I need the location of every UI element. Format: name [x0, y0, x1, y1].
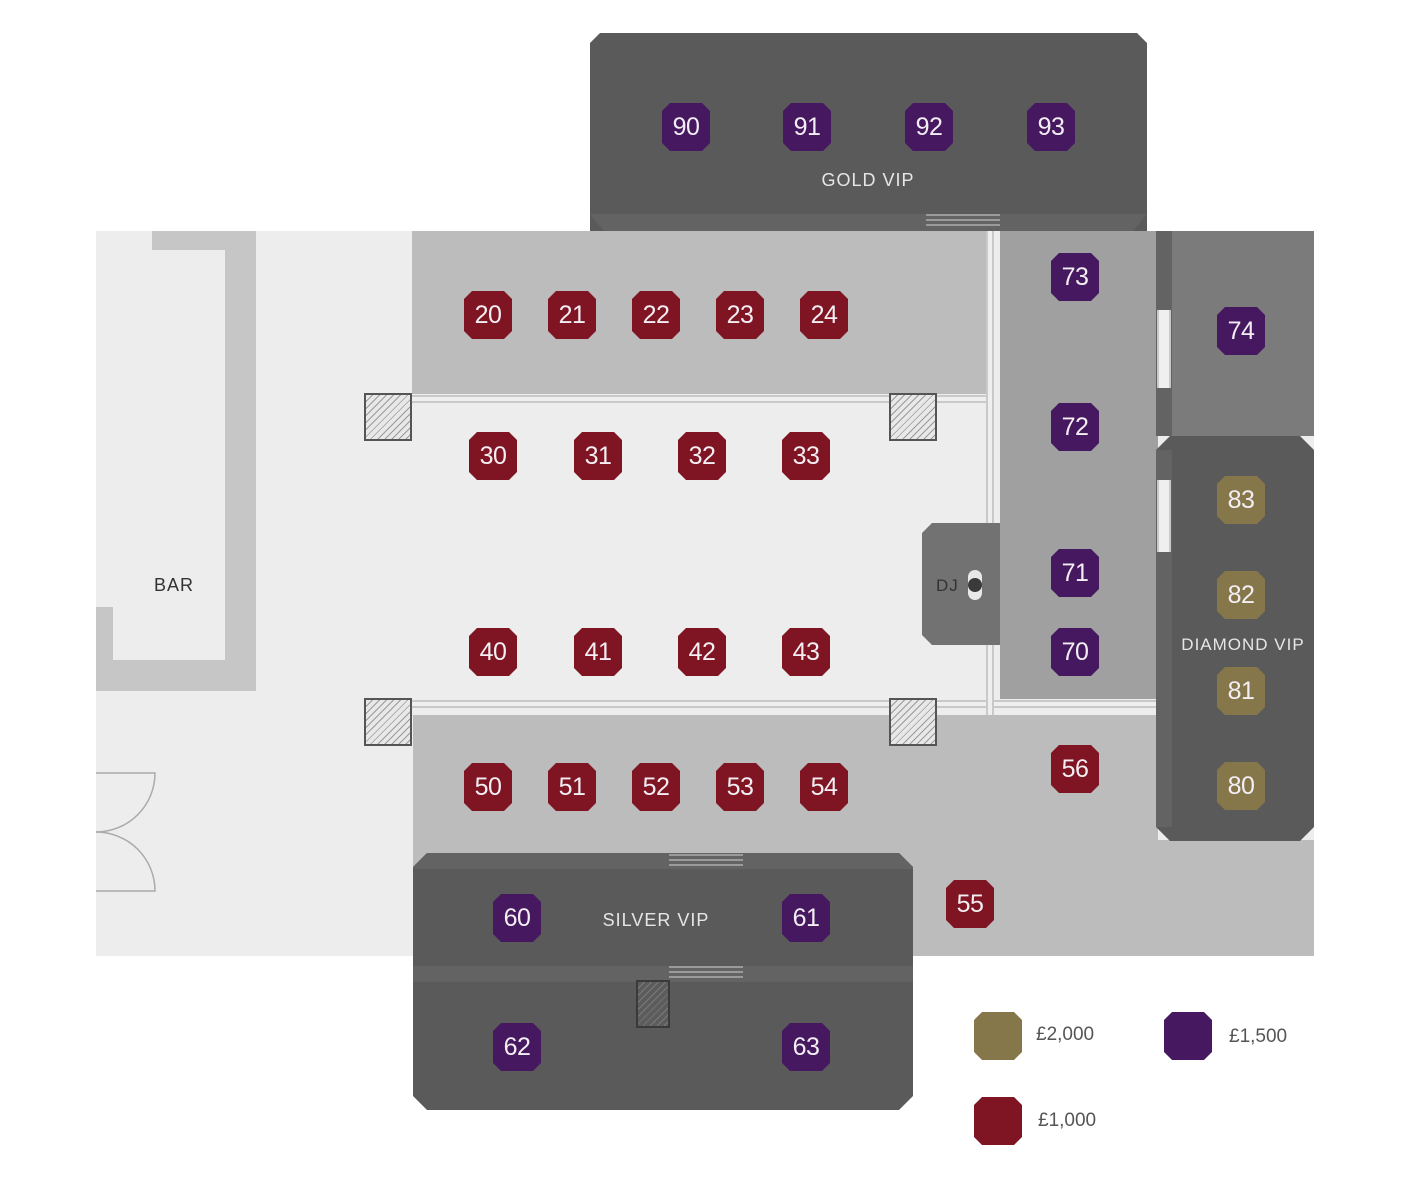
table-70[interactable]: 70	[1051, 628, 1099, 676]
table-21[interactable]: 21	[548, 291, 596, 339]
table-56[interactable]: 56	[1051, 745, 1099, 793]
table-23[interactable]: 23	[716, 291, 764, 339]
dj-deck-icon	[968, 570, 982, 600]
table-80[interactable]: 80	[1217, 762, 1265, 810]
pillar	[889, 698, 937, 746]
table-30[interactable]: 30	[469, 432, 517, 480]
entrance-doors-icon	[96, 772, 156, 892]
section-74-entry	[1157, 310, 1171, 388]
table-54[interactable]: 54	[800, 763, 848, 811]
table-42[interactable]: 42	[678, 628, 726, 676]
pillar	[364, 698, 412, 746]
silver-vip-divider	[413, 966, 913, 982]
legend-swatch-red	[974, 1097, 1022, 1145]
table-24[interactable]: 24	[800, 291, 848, 339]
table-71[interactable]: 71	[1051, 549, 1099, 597]
silver-vip-entry	[669, 854, 743, 866]
dj-label: DJ	[936, 576, 959, 595]
pillar	[364, 393, 412, 441]
rail-right	[986, 231, 994, 715]
table-22[interactable]: 22	[632, 291, 680, 339]
table-81[interactable]: 81	[1217, 667, 1265, 715]
table-52[interactable]: 52	[632, 763, 680, 811]
table-83[interactable]: 83	[1217, 476, 1265, 524]
table-63[interactable]: 63	[782, 1023, 830, 1071]
table-51[interactable]: 51	[548, 763, 596, 811]
table-73[interactable]: 73	[1051, 253, 1099, 301]
bar-counter-left	[96, 607, 113, 691]
table-82[interactable]: 82	[1217, 571, 1265, 619]
table-72[interactable]: 72	[1051, 403, 1099, 451]
silver-vip-label: SILVER VIP	[602, 910, 710, 930]
gold-vip-entry	[926, 214, 1000, 226]
legend-label-red: £1,000	[1038, 1110, 1097, 1131]
table-40[interactable]: 40	[469, 628, 517, 676]
gold-vip-label: GOLD VIP	[821, 170, 915, 190]
legend-swatch-purple	[1164, 1012, 1212, 1060]
table-62[interactable]: 62	[493, 1023, 541, 1071]
table-90[interactable]: 90	[662, 103, 710, 151]
table-92[interactable]: 92	[905, 103, 953, 151]
rail-bottom	[412, 700, 1158, 708]
pillar	[636, 980, 670, 1028]
diamond-vip-label: DIAMOND VIP	[1181, 635, 1305, 654]
table-20[interactable]: 20	[464, 291, 512, 339]
section-70s	[1000, 231, 1158, 699]
table-61[interactable]: 61	[782, 894, 830, 942]
rail-top	[412, 395, 990, 403]
table-53[interactable]: 53	[716, 763, 764, 811]
bar-label: BAR	[154, 575, 195, 595]
bar-counter-right	[225, 231, 256, 691]
table-91[interactable]: 91	[783, 103, 831, 151]
diamond-vip-entry	[1157, 480, 1171, 552]
table-55[interactable]: 55	[946, 880, 994, 928]
bar-counter-bottom	[96, 660, 256, 691]
table-93[interactable]: 93	[1027, 103, 1075, 151]
legend-label-purple: £1,500	[1229, 1026, 1288, 1047]
table-33[interactable]: 33	[782, 432, 830, 480]
silver-vip-inner-entry	[669, 966, 743, 978]
table-74[interactable]: 74	[1217, 307, 1265, 355]
table-32[interactable]: 32	[678, 432, 726, 480]
legend-label-gold: £2,000	[1036, 1024, 1095, 1045]
price-legend: £2,000 £1,500 £1,000	[974, 1010, 1314, 1150]
dj-booth	[922, 523, 1000, 645]
silver-vip-top-step	[413, 853, 913, 869]
table-60[interactable]: 60	[493, 894, 541, 942]
table-41[interactable]: 41	[574, 628, 622, 676]
legend-swatch-gold	[974, 1012, 1022, 1060]
table-43[interactable]: 43	[782, 628, 830, 676]
gold-vip-step	[590, 214, 1147, 231]
pillar	[889, 393, 937, 441]
table-31[interactable]: 31	[574, 432, 622, 480]
table-50[interactable]: 50	[464, 763, 512, 811]
